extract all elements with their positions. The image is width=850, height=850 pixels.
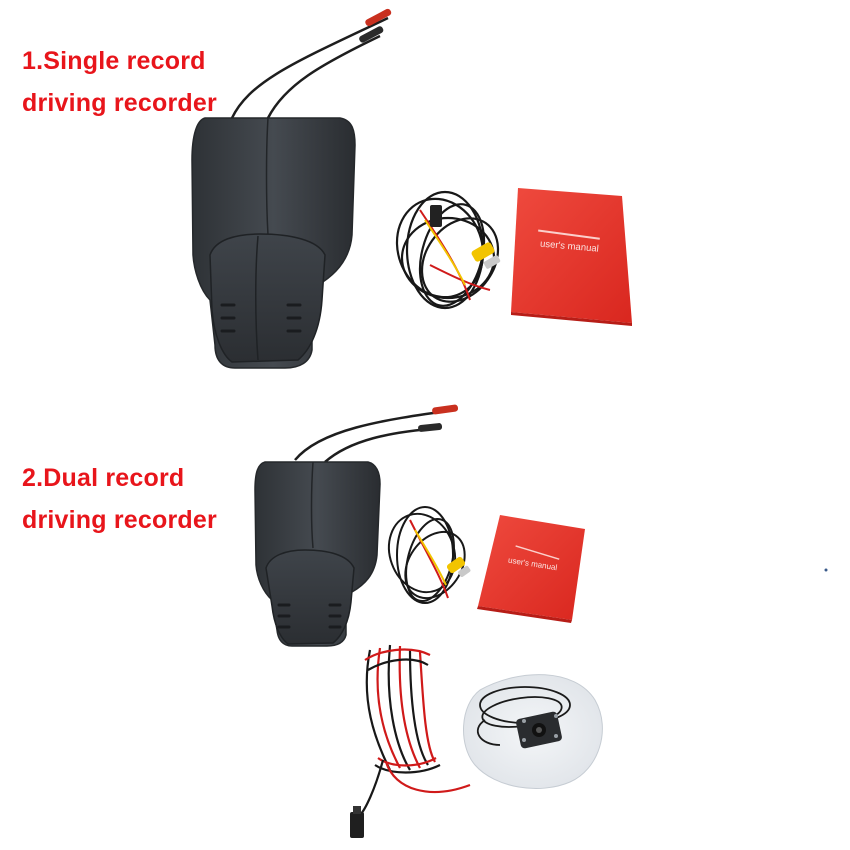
single-record-heading: 1.Single record driving recorder bbox=[22, 40, 217, 124]
single-manual-cover-text: user's manual bbox=[540, 239, 600, 255]
dual-record-title-line1: 2.Dual record bbox=[22, 464, 185, 492]
dual-user-manual: user's manual bbox=[477, 515, 585, 623]
single-recorder-device bbox=[191, 8, 392, 369]
single-user-manual: user's manual bbox=[511, 188, 632, 326]
rear-camera-bag bbox=[463, 674, 603, 789]
dual-cable-bundle bbox=[387, 506, 471, 604]
dual-record-heading: 2.Dual record driving recorder bbox=[22, 457, 217, 541]
single-record-title-line1: 1.Single record bbox=[22, 47, 206, 75]
dual-record-title-line2: driving recorder bbox=[22, 506, 217, 534]
dual-recorder-device bbox=[254, 404, 459, 647]
rear-camera-extension-cable bbox=[350, 644, 471, 838]
rear-camera-module bbox=[516, 711, 562, 749]
single-record-title-line2: driving recorder bbox=[22, 89, 217, 117]
single-cable-bundle bbox=[395, 190, 501, 310]
